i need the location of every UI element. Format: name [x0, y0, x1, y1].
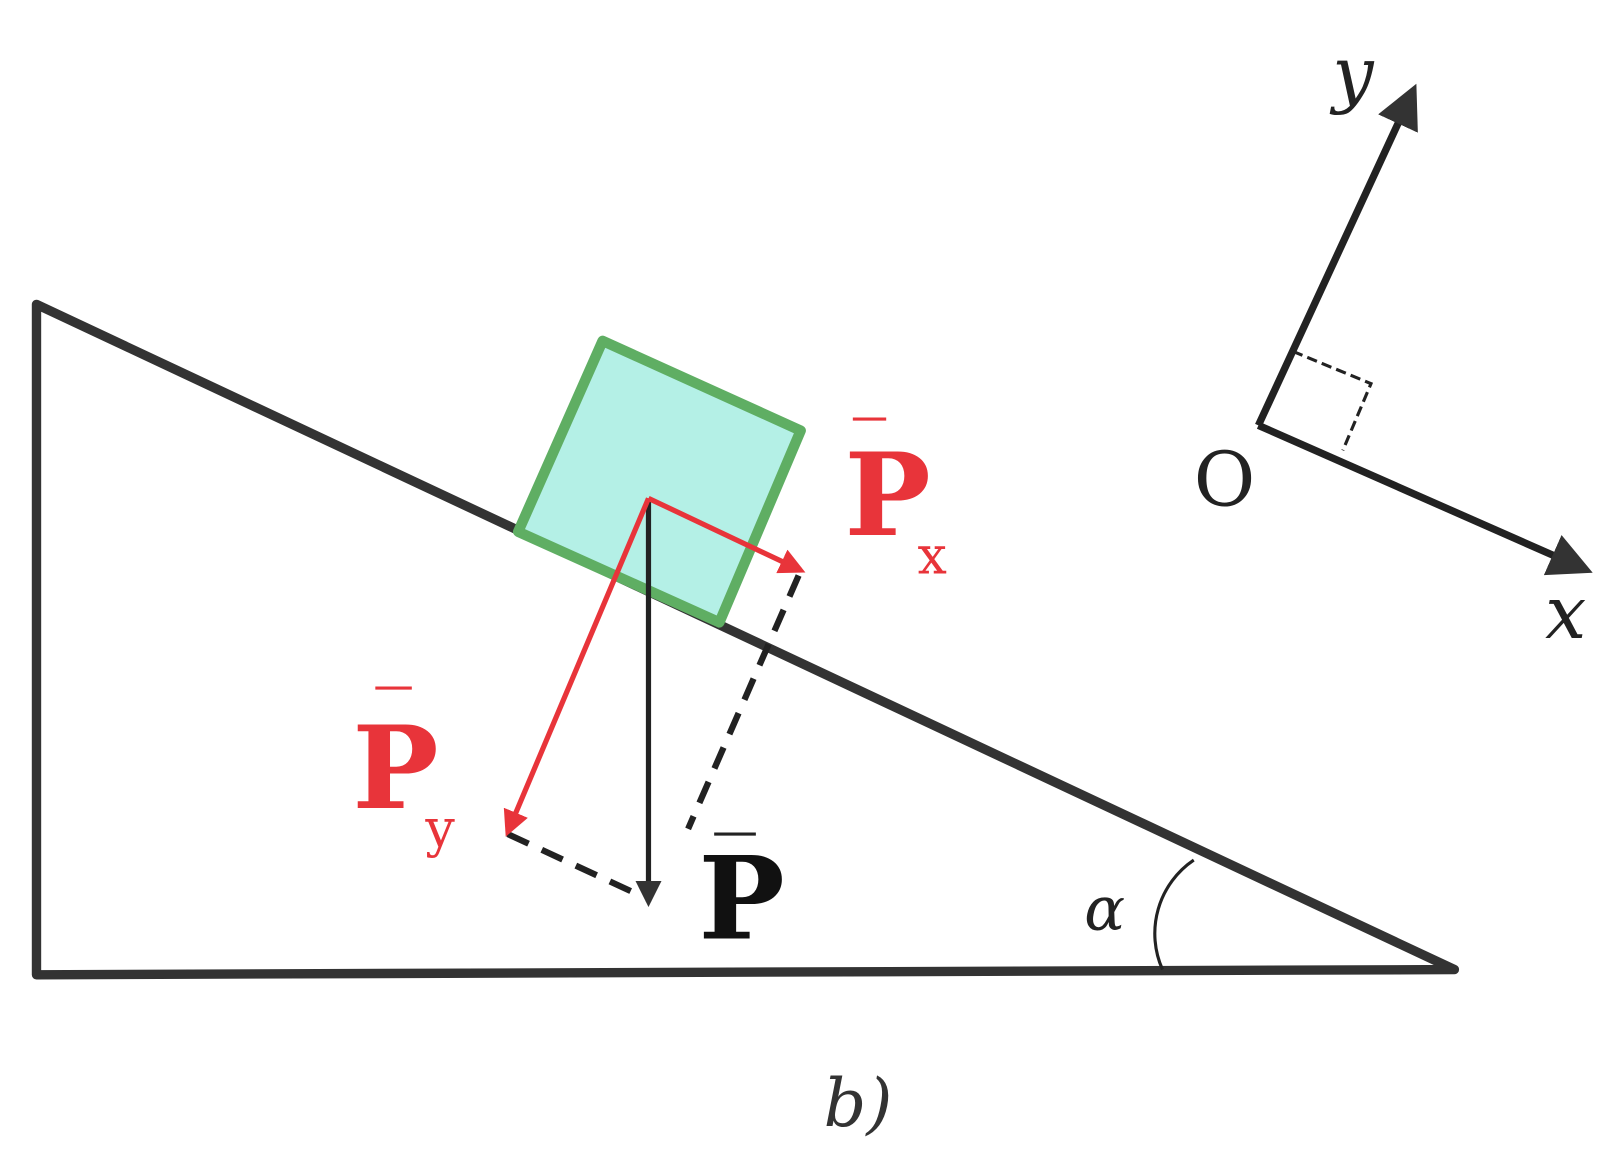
label-py: P y [352, 686, 455, 860]
coordinate-axes: O y x [1194, 32, 1593, 656]
x-axis [1256, 422, 1593, 576]
label-px-main: P [844, 428, 930, 563]
force-py-arrow [503, 497, 651, 837]
force-px-arrow [647, 495, 806, 574]
label-p-main: P [699, 831, 785, 966]
label-px: P x [844, 417, 947, 586]
figure-caption: b) [824, 1064, 893, 1142]
inclined-plane [31, 299, 1460, 980]
y-axis-label: y [1329, 32, 1374, 117]
right-angle-mark [1292, 349, 1374, 451]
block [512, 335, 806, 628]
label-p: P [699, 831, 785, 966]
angle-arc [1153, 858, 1195, 971]
label-py-sub: y [424, 800, 455, 860]
angle-label: α [1084, 875, 1125, 945]
label-px-sub: x [917, 526, 946, 586]
label-py-main: P [352, 701, 438, 836]
dashed-line-px [685, 574, 802, 831]
dashed-line-py [506, 831, 640, 898]
y-axis [1255, 83, 1418, 427]
x-axis-label: x [1545, 571, 1586, 656]
origin-label: O [1194, 436, 1256, 524]
